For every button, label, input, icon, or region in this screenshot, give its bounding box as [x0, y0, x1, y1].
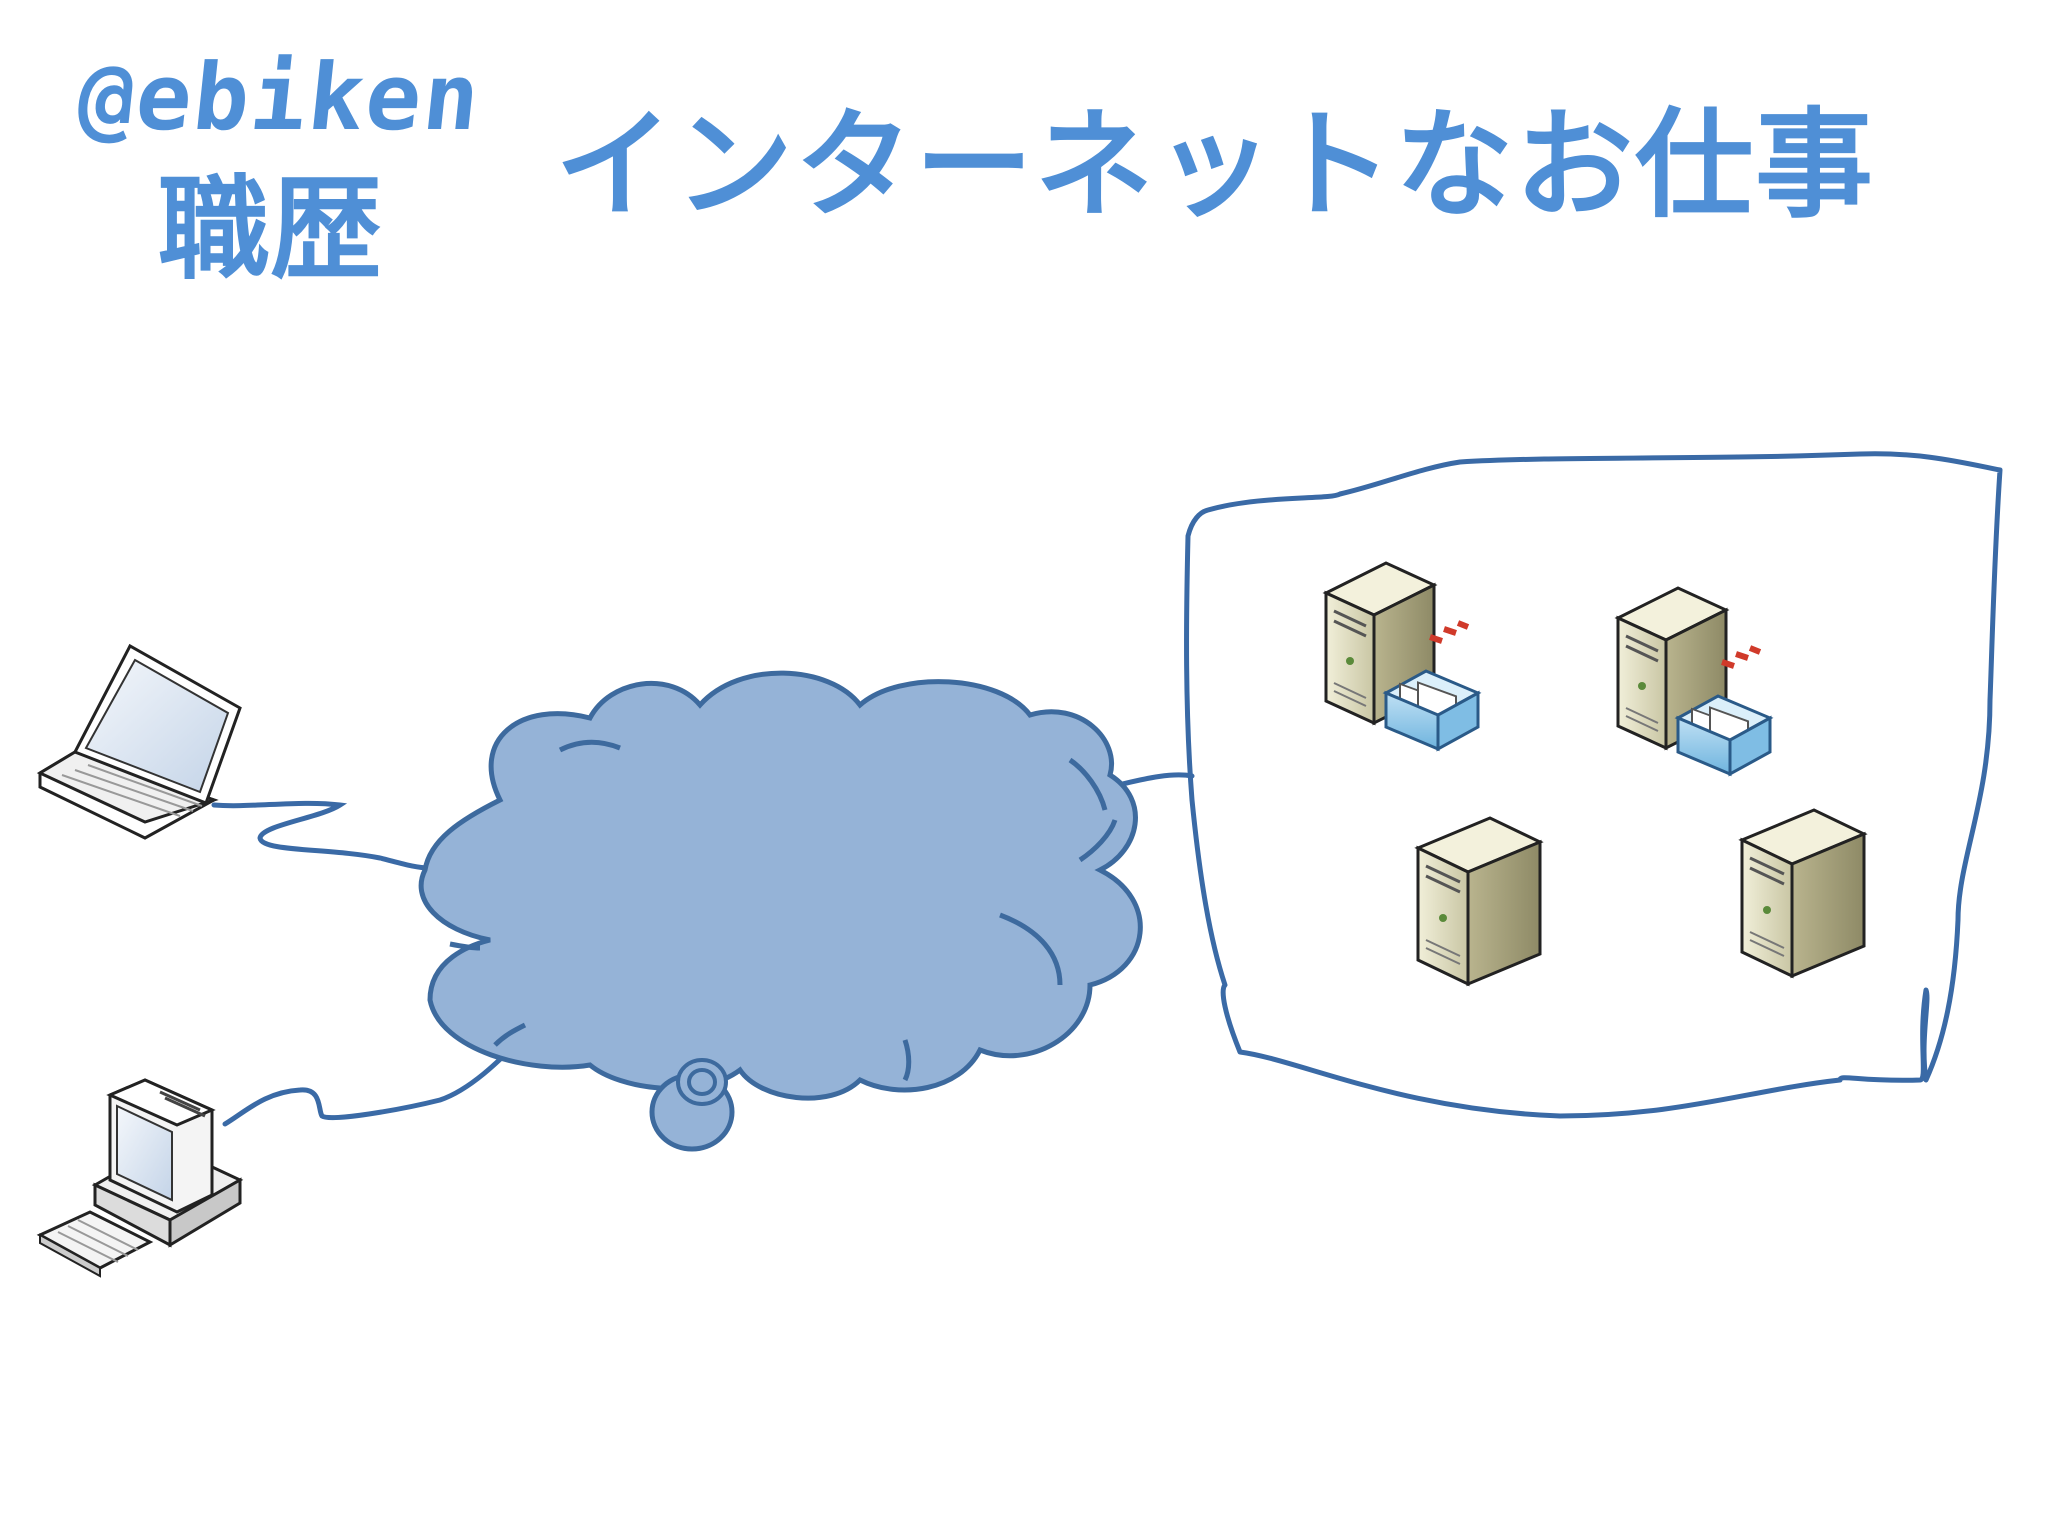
slide-subtitle: 職歴: [158, 165, 382, 295]
mail-server-icon: [1614, 586, 1774, 777]
laptop-icon: [36, 643, 242, 840]
mail-server-icon: [1322, 561, 1482, 752]
server-tower-icon: [1414, 816, 1544, 987]
server-tower-icon: [1738, 808, 1868, 979]
desktop-computer-icon: [36, 1078, 244, 1278]
internet-cloud-icon: [418, 670, 1143, 1152]
slide-title: インターネットなお仕事: [555, 96, 1876, 234]
datacenter-connection-line: [1115, 772, 1195, 788]
laptop-connection-line: [211, 800, 433, 871]
desktop-connection-line: [222, 1037, 523, 1127]
datacenter-boundary: [1184, 451, 2003, 1119]
